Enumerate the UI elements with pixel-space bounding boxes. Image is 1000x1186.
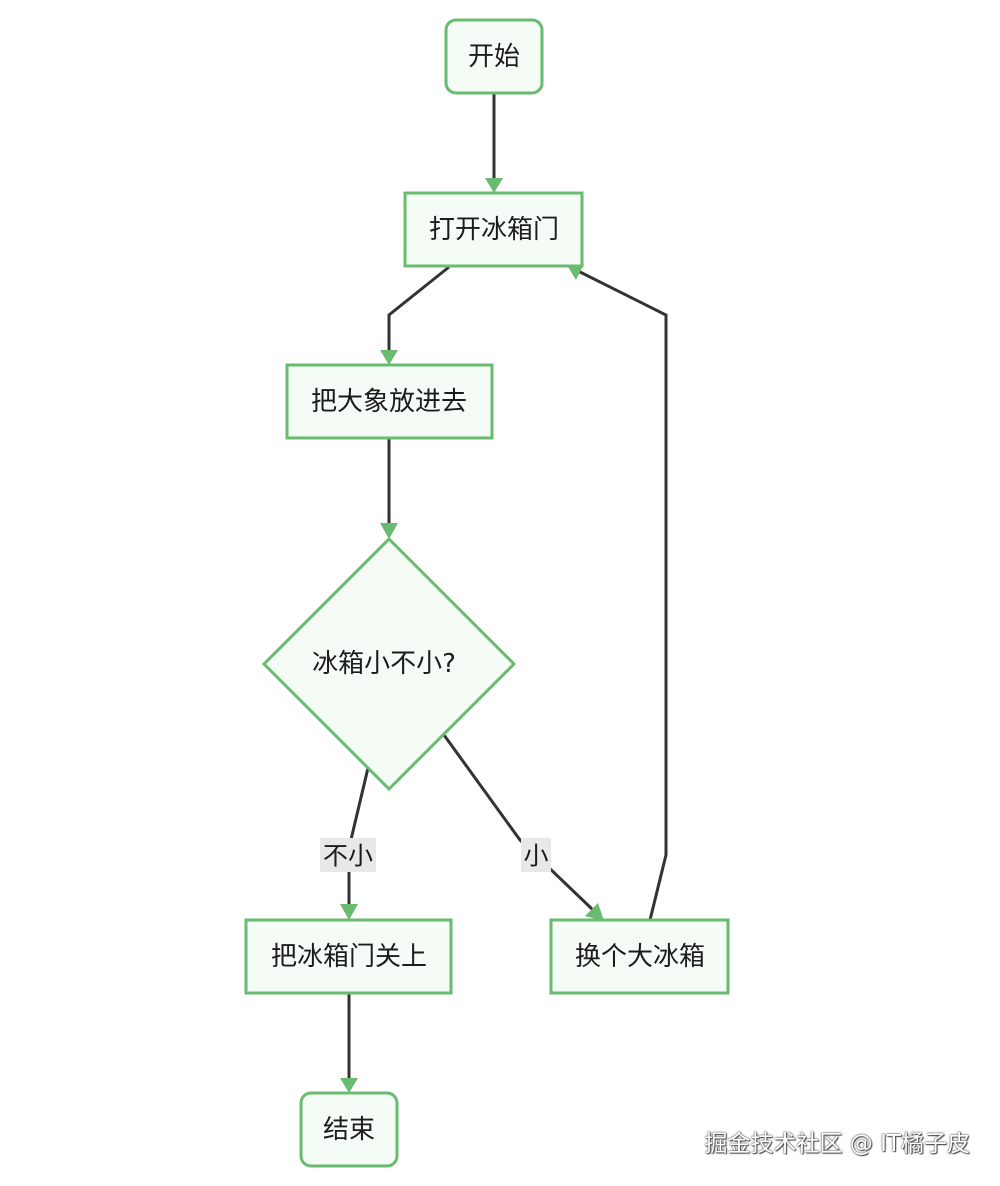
- node-start-box: [444, 18, 544, 95]
- edge-label-not-small: 不小: [320, 838, 376, 872]
- edge-label-not-small-text: 不小: [323, 842, 373, 871]
- node-end: 结束: [299, 1091, 399, 1168]
- node-close-fridge-box: [244, 918, 453, 995]
- edge-label-small-bg: [521, 838, 551, 872]
- node-put-elephant-label: 把大象放进去: [311, 387, 467, 417]
- edge-open-fridge-to-put-elephant: [387, 265, 450, 352]
- watermark: 掘金技术社区 @ IT橘子皮: [704, 1131, 970, 1157]
- node-decision-label: 冰箱小不小?: [312, 649, 456, 679]
- node-open-fridge: 打开冰箱门: [403, 191, 584, 268]
- node-start-label: 开始: [468, 42, 520, 72]
- edge-bigger-fridge-to-open-fridge: [577, 269, 668, 921]
- arrowhead-end: [340, 1078, 358, 1093]
- node-decision-diamond: [261, 536, 517, 792]
- arrowhead-open-fridge: [485, 178, 503, 193]
- edge-decision-to-bigger-fridge: [442, 734, 594, 911]
- node-start: 开始: [444, 18, 544, 95]
- arrowhead-decision: [380, 523, 398, 539]
- node-put-elephant: 把大象放进去: [285, 363, 494, 440]
- node-bigger-fridge: 换个大冰箱: [549, 918, 730, 995]
- edges: [340, 93, 668, 1093]
- node-end-box: [299, 1091, 399, 1168]
- node-decision: 冰箱小不小?: [261, 536, 517, 792]
- arrowhead-bigger-fridge: [585, 903, 604, 921]
- edge-label-small: 小: [521, 838, 551, 872]
- node-open-fridge-box: [403, 191, 584, 268]
- edge-decision-to-close-fridge: [347, 767, 370, 905]
- node-open-fridge-label: 打开冰箱门: [429, 215, 559, 245]
- node-bigger-fridge-box: [549, 918, 730, 995]
- node-close-fridge: 把冰箱门关上: [244, 918, 453, 995]
- node-end-label: 结束: [323, 1115, 375, 1145]
- edge-label-not-small-bg: [320, 838, 376, 872]
- node-close-fridge-label: 把冰箱门关上: [271, 942, 427, 972]
- node-bigger-fridge-label: 换个大冰箱: [575, 942, 705, 972]
- node-put-elephant-box: [285, 363, 494, 440]
- arrowhead-put-elephant: [380, 350, 398, 365]
- arrowhead-open-fridge-loop: [567, 264, 584, 280]
- arrowhead-close-fridge: [340, 904, 358, 920]
- edge-label-small-text: 小: [523, 842, 548, 871]
